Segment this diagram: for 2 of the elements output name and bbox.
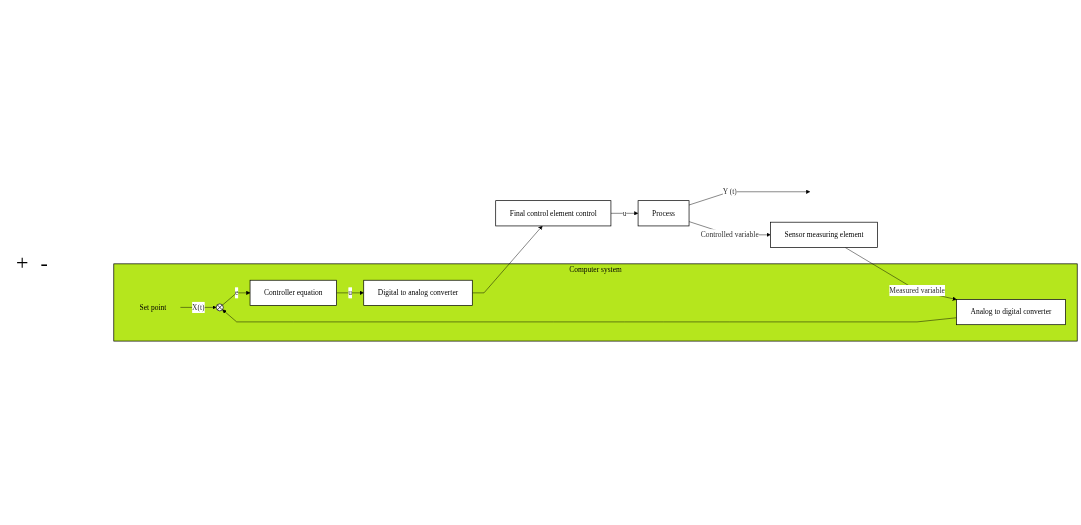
sign-label: -	[40, 249, 48, 276]
sign-label: +	[16, 249, 29, 276]
